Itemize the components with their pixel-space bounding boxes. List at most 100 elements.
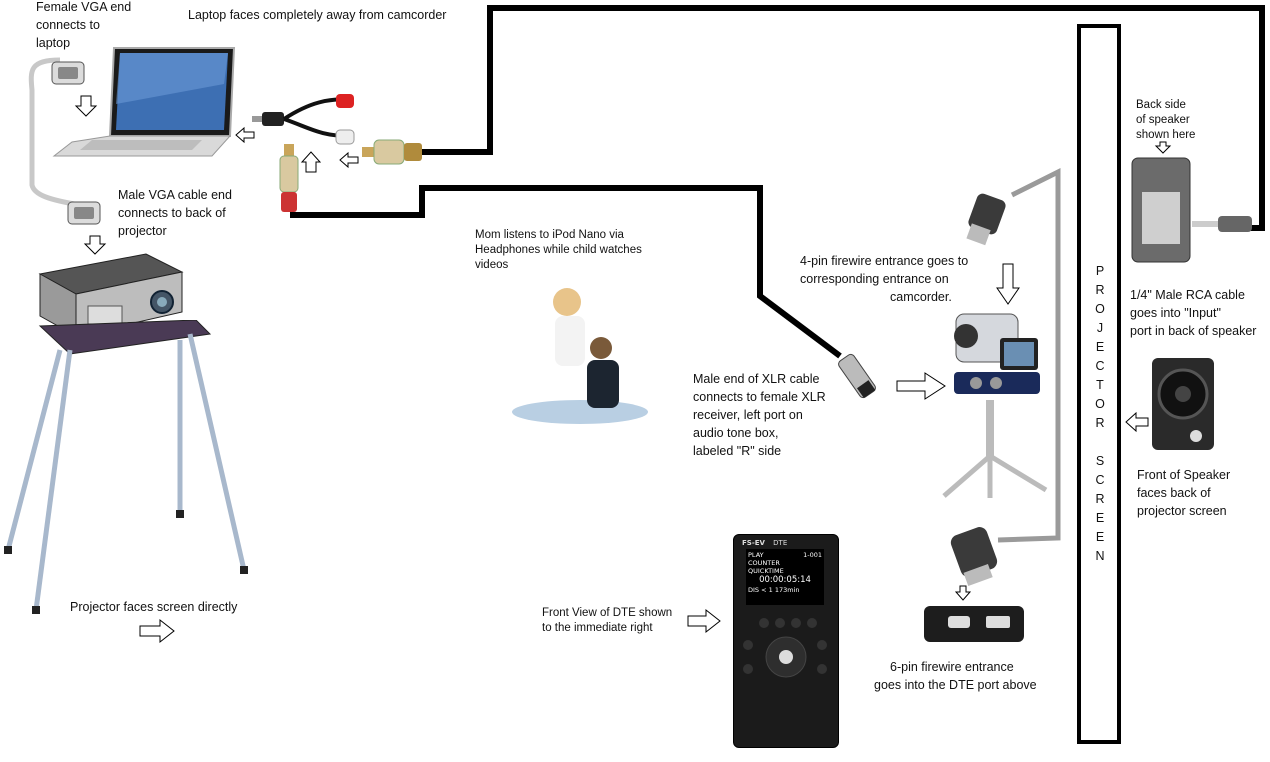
- dte-disk: DIS < 1 173min: [748, 586, 800, 594]
- label-rca-input: 1/4" Male RCA cable goes into "Input" po…: [1130, 286, 1256, 340]
- dte-timecode: 00:00:05:14: [759, 575, 811, 585]
- rca-speaker-cable: [420, 5, 1265, 231]
- label-line: 6-pin firewire entrance: [890, 660, 1014, 674]
- label-line: projector: [118, 224, 167, 238]
- screen-letter: T: [1096, 378, 1104, 392]
- label-line: of speaker: [1136, 114, 1190, 126]
- label-line: goes into the DTE port above: [874, 678, 1037, 692]
- dte-port-box: [924, 606, 1024, 642]
- audio-splitter-cable: [252, 94, 355, 145]
- laptop-image: [52, 47, 236, 157]
- label-firewire-4pin: 4-pin firewire entrance goes to correspo…: [800, 252, 968, 306]
- screen-letter: N: [1095, 549, 1105, 563]
- arrow-down-icon: [954, 585, 972, 601]
- screen-letter: S: [1095, 454, 1105, 468]
- screen-letter: O: [1095, 302, 1105, 316]
- arrow-up-icon: [300, 151, 322, 173]
- label-line: corresponding entrance on: [800, 272, 949, 286]
- label-line: goes into "Input": [1130, 306, 1221, 320]
- arrow-left-icon: [339, 151, 359, 169]
- label-line: 4-pin firewire entrance goes to: [800, 254, 969, 268]
- screen-letter: R: [1095, 492, 1105, 506]
- label-line: connects to back of: [118, 206, 226, 220]
- arrow-right-icon: [139, 618, 175, 644]
- dte-line1: COUNTER: [748, 559, 780, 567]
- label-line: projector screen: [1137, 504, 1227, 518]
- label-line: Mom listens to iPod Nano via: [475, 229, 624, 241]
- dte-mode: PLAY: [748, 551, 764, 559]
- label-line: Front View of DTE shown: [542, 607, 673, 619]
- arrow-down-icon: [996, 263, 1020, 305]
- screen-letter: [1093, 433, 1107, 452]
- arrow-down-icon: [83, 235, 107, 255]
- screen-letter: J: [1096, 321, 1104, 335]
- quarter-inch-plug: [1192, 216, 1252, 232]
- screen-letter: R: [1095, 283, 1105, 297]
- label-front-speaker: Front of Speaker faces back of projector…: [1137, 466, 1230, 520]
- screen-letter: O: [1095, 397, 1105, 411]
- screen-letter: E: [1095, 511, 1105, 525]
- speaker-back-image: [1131, 157, 1191, 263]
- label-line: 1/4" Male RCA cable: [1130, 288, 1245, 302]
- label-projector-faces: Projector faces screen directly: [70, 600, 238, 614]
- label-front-view-dte: Front View of DTE shown to the immediate…: [542, 606, 672, 636]
- firewire-6pin-plug: [950, 527, 998, 586]
- firewire-4pin-plug: [966, 193, 1006, 246]
- label-male-vga: Male VGA cable end connects to back of p…: [118, 186, 232, 240]
- dte-clip: 1-001: [803, 551, 822, 559]
- projector-screen: [1077, 24, 1121, 744]
- arrow-left-icon: [1125, 411, 1149, 433]
- xlr-plug: [838, 353, 876, 399]
- screen-letter: C: [1095, 359, 1105, 373]
- label-line: Back side: [1136, 99, 1186, 111]
- label-line: faces back of: [1137, 486, 1211, 500]
- label-line: port in back of speaker: [1130, 324, 1257, 338]
- dte-brand: FS-EV: [742, 539, 765, 547]
- label-line: camcorder.: [890, 290, 952, 304]
- firewire-cable: [997, 167, 1061, 543]
- label-back-speaker: Back side of speaker shown here: [1136, 98, 1195, 143]
- speaker-front-image: [1152, 358, 1214, 450]
- screen-letter: C: [1095, 473, 1105, 487]
- projector-image: [38, 253, 184, 337]
- dte-status-row: PLAY 1-001: [748, 551, 822, 559]
- rca-plug-vertical: [279, 144, 299, 212]
- label-line: Female VGA end: [36, 0, 132, 14]
- label-line: connects to: [36, 18, 100, 32]
- label-line: Front of Speaker: [1137, 468, 1231, 482]
- label-line: Headphones while child watches: [475, 244, 642, 256]
- screen-letter: E: [1095, 530, 1105, 544]
- male-vga-connector: [67, 201, 101, 225]
- arrow-left-icon: [235, 126, 255, 144]
- arrow-right-icon: [896, 372, 946, 400]
- dte-header: FS-EV DTE: [742, 539, 832, 547]
- dte-controls: [743, 618, 827, 678]
- mom-and-child-image: [512, 288, 648, 424]
- label-line: receiver, left port on: [693, 408, 803, 422]
- label-line: Male VGA cable end: [118, 188, 232, 202]
- label-line: Male end of XLR cable: [693, 372, 820, 386]
- dte-device: FS-EV DTE PLAY 1-001 COUNTER QUICKTIME 0…: [733, 534, 839, 748]
- screen-letter: E: [1095, 340, 1105, 354]
- label-laptop-faces: Laptop faces completely away from camcor…: [188, 8, 447, 22]
- label-line: to the immediate right: [542, 622, 653, 634]
- label-firewire-6pin: 6-pin firewire entrance goes into the DT…: [874, 658, 1037, 694]
- label-line: shown here: [1136, 129, 1196, 141]
- dte-line2: QUICKTIME: [748, 567, 784, 575]
- camcorder-on-tripod: [942, 313, 1048, 498]
- label-mom-listens: Mom listens to iPod Nano via Headphones …: [475, 228, 642, 273]
- arrow-right-icon: [687, 608, 721, 634]
- label-xlr: Male end of XLR cable connects to female…: [693, 370, 826, 460]
- rca-plug-horizontal: [362, 139, 422, 165]
- vga-cable: [28, 57, 81, 208]
- label-line: connects to female XLR: [693, 390, 826, 404]
- female-vga-connector: [51, 61, 85, 85]
- arrow-down-icon: [1154, 141, 1172, 154]
- arrow-down-icon: [74, 95, 98, 117]
- xlr-cable: [290, 185, 842, 359]
- label-line: laptop: [36, 36, 71, 50]
- label-line: videos: [475, 259, 509, 271]
- screen-letter: R: [1095, 416, 1105, 430]
